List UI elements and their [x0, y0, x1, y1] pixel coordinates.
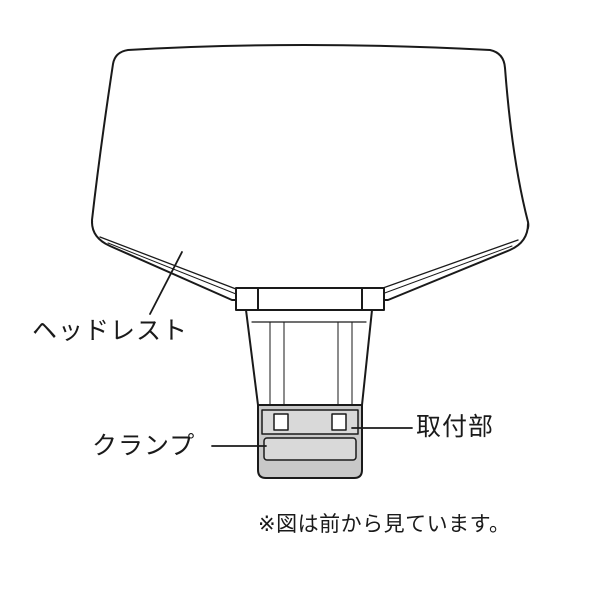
connector-left-block — [235, 287, 259, 311]
mount-label: 取付部 — [416, 412, 495, 441]
clamp-label: クランプ — [92, 431, 196, 460]
clamp-tab-right — [331, 413, 347, 431]
leader-line-headrest — [149, 251, 183, 315]
connector-right-block — [361, 287, 385, 311]
clamp-tab-left — [273, 413, 289, 431]
view-note: ※図は前から見ています。 — [258, 512, 511, 536]
clamp-lower-bar — [263, 437, 357, 461]
connector-center-band — [257, 287, 363, 311]
headrest-label: ヘッドレスト — [32, 316, 189, 345]
headrest-cushion — [91, 44, 530, 281]
mount-stay — [245, 309, 373, 406]
